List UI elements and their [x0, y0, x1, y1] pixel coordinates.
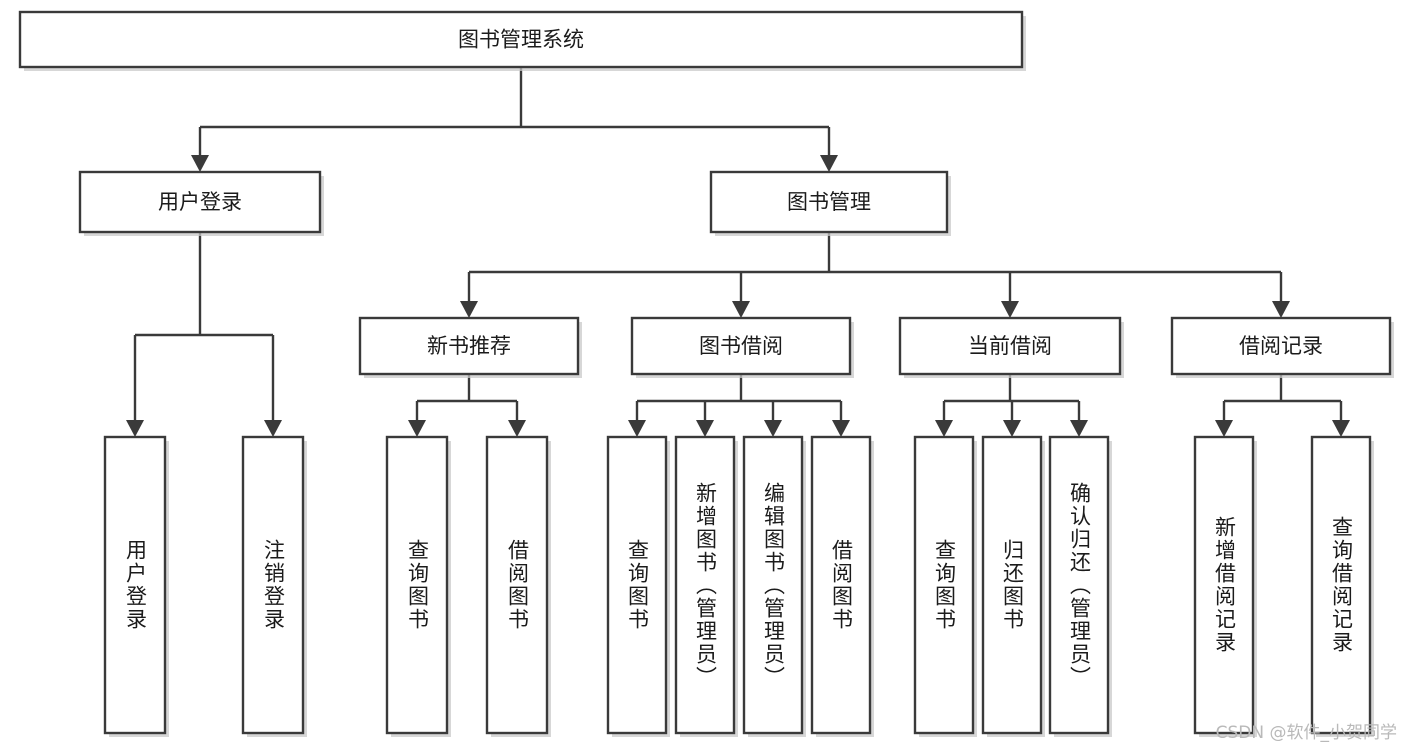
node-box — [630, 316, 852, 376]
arrow-head-icon — [628, 420, 646, 437]
arrow-head-icon — [820, 155, 838, 172]
node-leaf-borrow-book-recommend — [485, 435, 551, 737]
node-label: 图书借阅 — [699, 334, 783, 358]
node-user-login — [78, 170, 324, 236]
node-box — [709, 170, 949, 234]
arrow-head-icon — [126, 420, 144, 437]
node-leaf-query-book-current — [913, 435, 977, 737]
arrow-head-icon — [732, 301, 750, 318]
node-leaf-add-book — [674, 435, 738, 737]
arrow-head-icon — [264, 420, 282, 437]
node-label: 新书推荐 — [427, 334, 511, 358]
node-label: 图书管理 — [787, 190, 871, 214]
node-box — [1193, 435, 1255, 735]
node-box — [674, 435, 736, 735]
node-box — [913, 435, 975, 735]
arrow-head-icon — [460, 301, 478, 318]
node-leaf-user-login — [103, 435, 169, 737]
arrow-head-icon — [1215, 420, 1233, 437]
node-box — [18, 10, 1024, 69]
node-box — [898, 316, 1122, 376]
node-current-borrow — [898, 316, 1124, 378]
arrow-head-icon — [191, 155, 209, 172]
node-box — [810, 435, 872, 735]
arrow-head-icon — [1272, 301, 1290, 318]
node-book-management — [709, 170, 951, 236]
arrow-head-icon — [408, 420, 426, 437]
node-box — [1048, 435, 1110, 735]
node-box — [241, 435, 305, 735]
arrow-head-icon — [1332, 420, 1350, 437]
node-borrow-record — [1170, 316, 1394, 378]
arrow-head-icon — [832, 420, 850, 437]
arrow-head-icon — [508, 420, 526, 437]
watermark-text: CSDN @软件_小贺同学 — [1215, 723, 1397, 743]
node-leaf-query-book-borrow — [606, 435, 670, 737]
node-label: 图书管理系统 — [458, 28, 584, 52]
node-box — [1310, 435, 1372, 735]
node-label: 当前借阅 — [968, 334, 1052, 358]
node-new-book-recommend — [358, 316, 582, 378]
arrow-head-icon — [935, 420, 953, 437]
arrow-head-icon — [1001, 301, 1019, 318]
node-leaf-confirm-return — [1048, 435, 1112, 737]
node-leaf-add-borrow-record — [1193, 435, 1257, 737]
arrow-head-icon — [764, 420, 782, 437]
node-label: 用户登录 — [158, 190, 242, 214]
node-box — [78, 170, 322, 234]
node-box — [1170, 316, 1392, 376]
node-box — [981, 435, 1043, 735]
node-leaf-query-book-recommend — [385, 435, 451, 737]
node-box — [742, 435, 804, 735]
node-leaf-logout-login — [241, 435, 307, 737]
arrow-head-icon — [1070, 420, 1088, 437]
node-box — [485, 435, 549, 735]
node-book-borrow — [630, 316, 854, 378]
node-leaf-query-borrow-record — [1310, 435, 1374, 737]
edges-layer — [126, 67, 1350, 437]
node-leaf-return-book — [981, 435, 1045, 737]
node-box — [358, 316, 580, 376]
node-box — [103, 435, 167, 735]
arrow-head-icon — [1003, 420, 1021, 437]
arrow-head-icon — [696, 420, 714, 437]
node-box — [606, 435, 668, 735]
node-leaf-edit-book — [742, 435, 806, 737]
node-box — [385, 435, 449, 735]
node-leaf-borrow-book — [810, 435, 874, 737]
node-label: 借阅记录 — [1239, 334, 1323, 358]
node-root — [18, 10, 1026, 71]
